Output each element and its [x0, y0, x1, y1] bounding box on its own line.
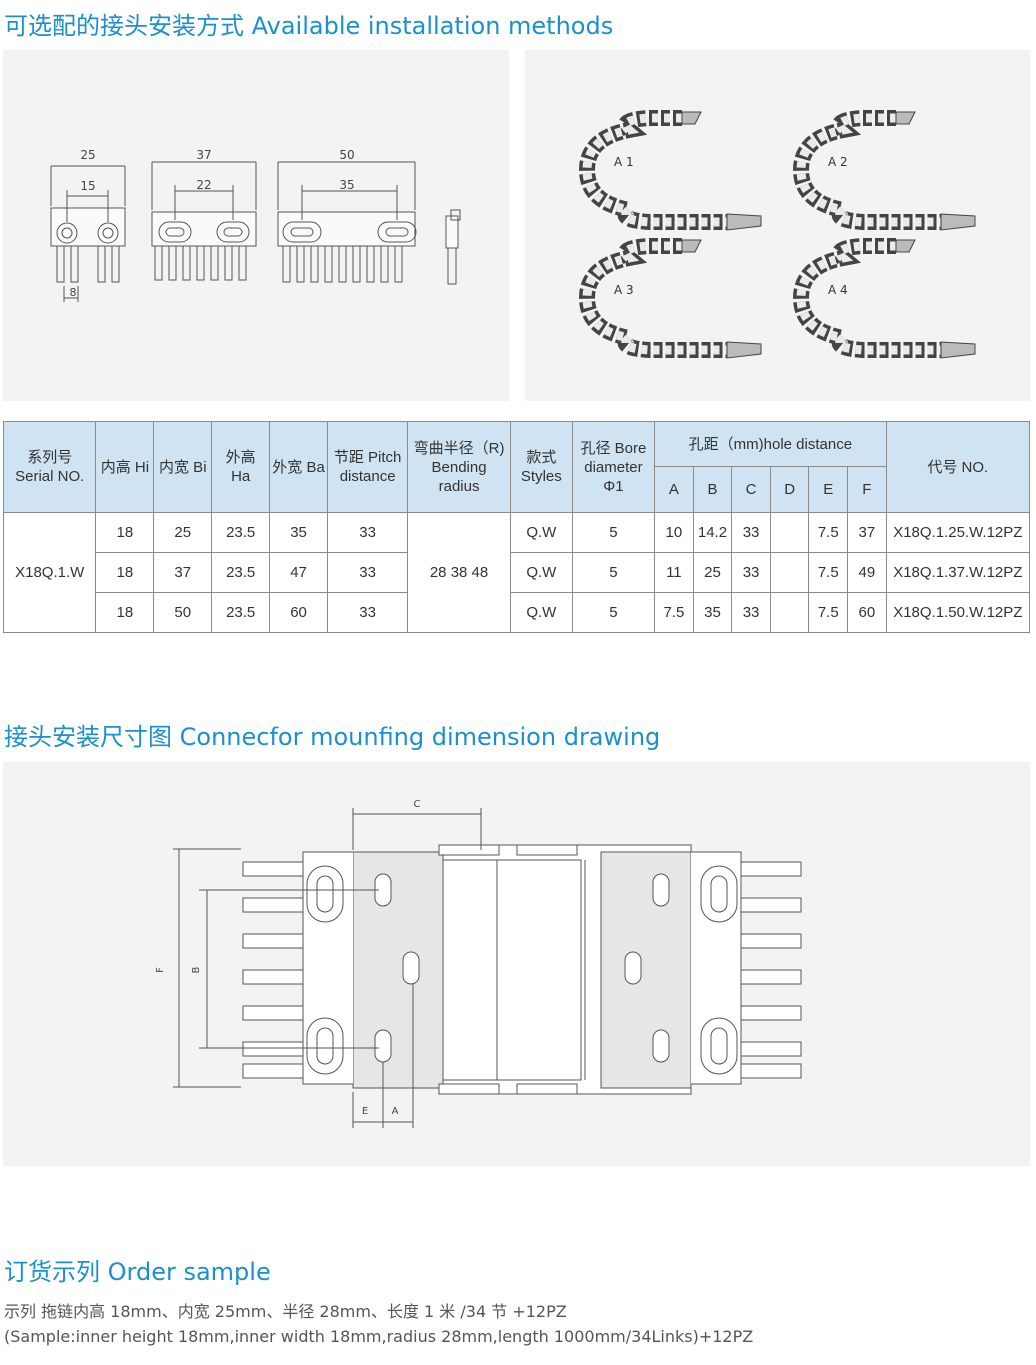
cell-ha: 23.5	[211, 592, 271, 633]
cell-e: 7.5	[808, 512, 849, 553]
cell-b: 35	[692, 592, 733, 633]
cell-bore: 5	[571, 592, 656, 633]
style-label-a2: A 2	[828, 155, 848, 169]
cell-bi: 50	[153, 592, 213, 633]
th-styles: 款式 Styles	[509, 421, 573, 513]
table-row: 18 37 23.5 47 33 Q.W 5 11 25 33 7.5 49 X…	[4, 552, 1031, 593]
cell-bi: 25	[153, 512, 213, 553]
cell-a: 11	[654, 552, 694, 593]
dim-label-b: B	[191, 966, 202, 973]
th-ha: 外高 Ha	[211, 421, 271, 513]
dim-35: 35	[339, 178, 354, 192]
section-title-order-sample: 订货示列 Order sample	[4, 1258, 271, 1286]
cell-ba: 47	[269, 552, 328, 593]
th-serial: 系列号 Serial NO.	[2, 421, 97, 513]
cell-d	[769, 552, 810, 593]
cell-hi: 18	[95, 592, 155, 633]
cell-bending: 28 38 48	[407, 512, 511, 633]
dim-label-c: C	[414, 799, 421, 810]
cell-bore: 5	[571, 512, 656, 553]
cell-a: 10	[654, 512, 694, 553]
section-title-installation: 可选配的接头安装方式 Available installation method…	[4, 12, 614, 40]
style-label-a3: A 3	[614, 283, 634, 297]
cell-ha: 23.5	[211, 552, 271, 593]
cell-d	[769, 592, 810, 633]
cell-c: 33	[731, 512, 771, 553]
cell-bore: 5	[571, 552, 656, 593]
th-bending: 弯曲半径（R) Bending radius	[407, 421, 511, 513]
style-label-a1: A 1	[614, 155, 634, 169]
cell-hi: 18	[95, 512, 155, 553]
cell-style: Q.W	[509, 512, 573, 553]
cell-e: 7.5	[808, 552, 849, 593]
style-label-a4: A 4	[828, 283, 848, 297]
dim-25: 25	[80, 148, 95, 162]
cell-style: Q.W	[509, 592, 573, 633]
cell-bi: 37	[153, 552, 213, 593]
cell-code: X18Q.1.50.W.12PZ	[885, 592, 1031, 633]
th-hi: 内高 Hi	[95, 421, 155, 513]
th-pitch: 节距 Pitch distance	[326, 421, 409, 513]
dim-label-a: A	[392, 1106, 399, 1117]
cell-d	[769, 512, 810, 553]
cell-serial: X18Q.1.W	[2, 512, 97, 633]
section-title-mounting: 接头安装尺寸图 Connecfor mounfing dimension dra…	[4, 723, 661, 751]
spec-table: 系列号 Serial NO. 内高 Hi 内宽 Bi 外高 Ha 外宽 Ba 节…	[2, 421, 1031, 633]
cell-pitch: 33	[326, 592, 409, 633]
th-b: B	[692, 466, 733, 513]
cell-hi: 18	[95, 552, 155, 593]
th-bi: 内宽 Bi	[153, 421, 213, 513]
cell-b: 14.2	[692, 512, 733, 553]
chain-styles-drawing: A 1 A 2 A 3 A 4	[525, 50, 1030, 401]
dim-label-f: F	[155, 967, 166, 973]
cell-a: 7.5	[654, 592, 694, 633]
dim-label-e: E	[362, 1106, 368, 1117]
dim-8: 8	[70, 286, 77, 299]
bracket-dimension-drawing: 25 15 8 37 22 50 35	[50, 148, 461, 302]
cell-c: 33	[731, 552, 771, 593]
chain-styles-panel: A 1 A 2 A 3 A 4	[525, 50, 1030, 401]
cell-f: 60	[847, 592, 887, 633]
th-f: F	[847, 466, 887, 513]
th-ba: 外宽 Ba	[269, 421, 328, 513]
th-a: A	[654, 466, 694, 513]
cell-pitch: 33	[326, 552, 409, 593]
dim-37: 37	[196, 148, 211, 162]
bracket-dimension-panel: 25 15 8 37 22 50 35	[3, 50, 509, 401]
dim-15: 15	[80, 179, 95, 193]
th-code: 代号 NO.	[885, 421, 1031, 513]
dim-22: 22	[196, 178, 211, 192]
cell-ba: 35	[269, 512, 328, 553]
cell-style: Q.W	[509, 552, 573, 593]
cell-f: 37	[847, 512, 887, 553]
cell-c: 33	[731, 592, 771, 633]
order-sample-chinese: 示列 拖链内高 18mm、内宽 25mm、半径 28mm、长度 1 米 /34 …	[4, 1302, 567, 1321]
cell-code: X18Q.1.25.W.12PZ	[885, 512, 1031, 553]
cell-ha: 23.5	[211, 512, 271, 553]
th-e: E	[808, 466, 849, 513]
th-c: C	[731, 466, 771, 513]
mounting-dimension-drawing: C F B E A	[155, 799, 802, 1128]
th-hole-distance: 孔距（mm)hole distance	[654, 421, 887, 467]
cell-ba: 60	[269, 592, 328, 633]
table-row: 18 50 23.5 60 33 Q.W 5 7.5 35 33 7.5 60 …	[4, 592, 1031, 633]
table-row: X18Q.1.W 18 25 23.5 35 33 28 38 48 Q.W 5…	[2, 512, 1031, 633]
order-sample-english: (Sample:inner height 18mm,inner width 18…	[4, 1327, 754, 1346]
cell-f: 49	[847, 552, 887, 593]
mounting-dimension-panel: C F B E A	[3, 762, 1030, 1166]
cell-e: 7.5	[808, 592, 849, 633]
th-bore: 孔径 Bore diameter Φ1	[571, 421, 656, 513]
cell-pitch: 33	[326, 512, 409, 553]
cell-b: 25	[692, 552, 733, 593]
th-d: D	[769, 466, 810, 513]
dim-50: 50	[339, 148, 354, 162]
cell-code: X18Q.1.37.W.12PZ	[885, 552, 1031, 593]
